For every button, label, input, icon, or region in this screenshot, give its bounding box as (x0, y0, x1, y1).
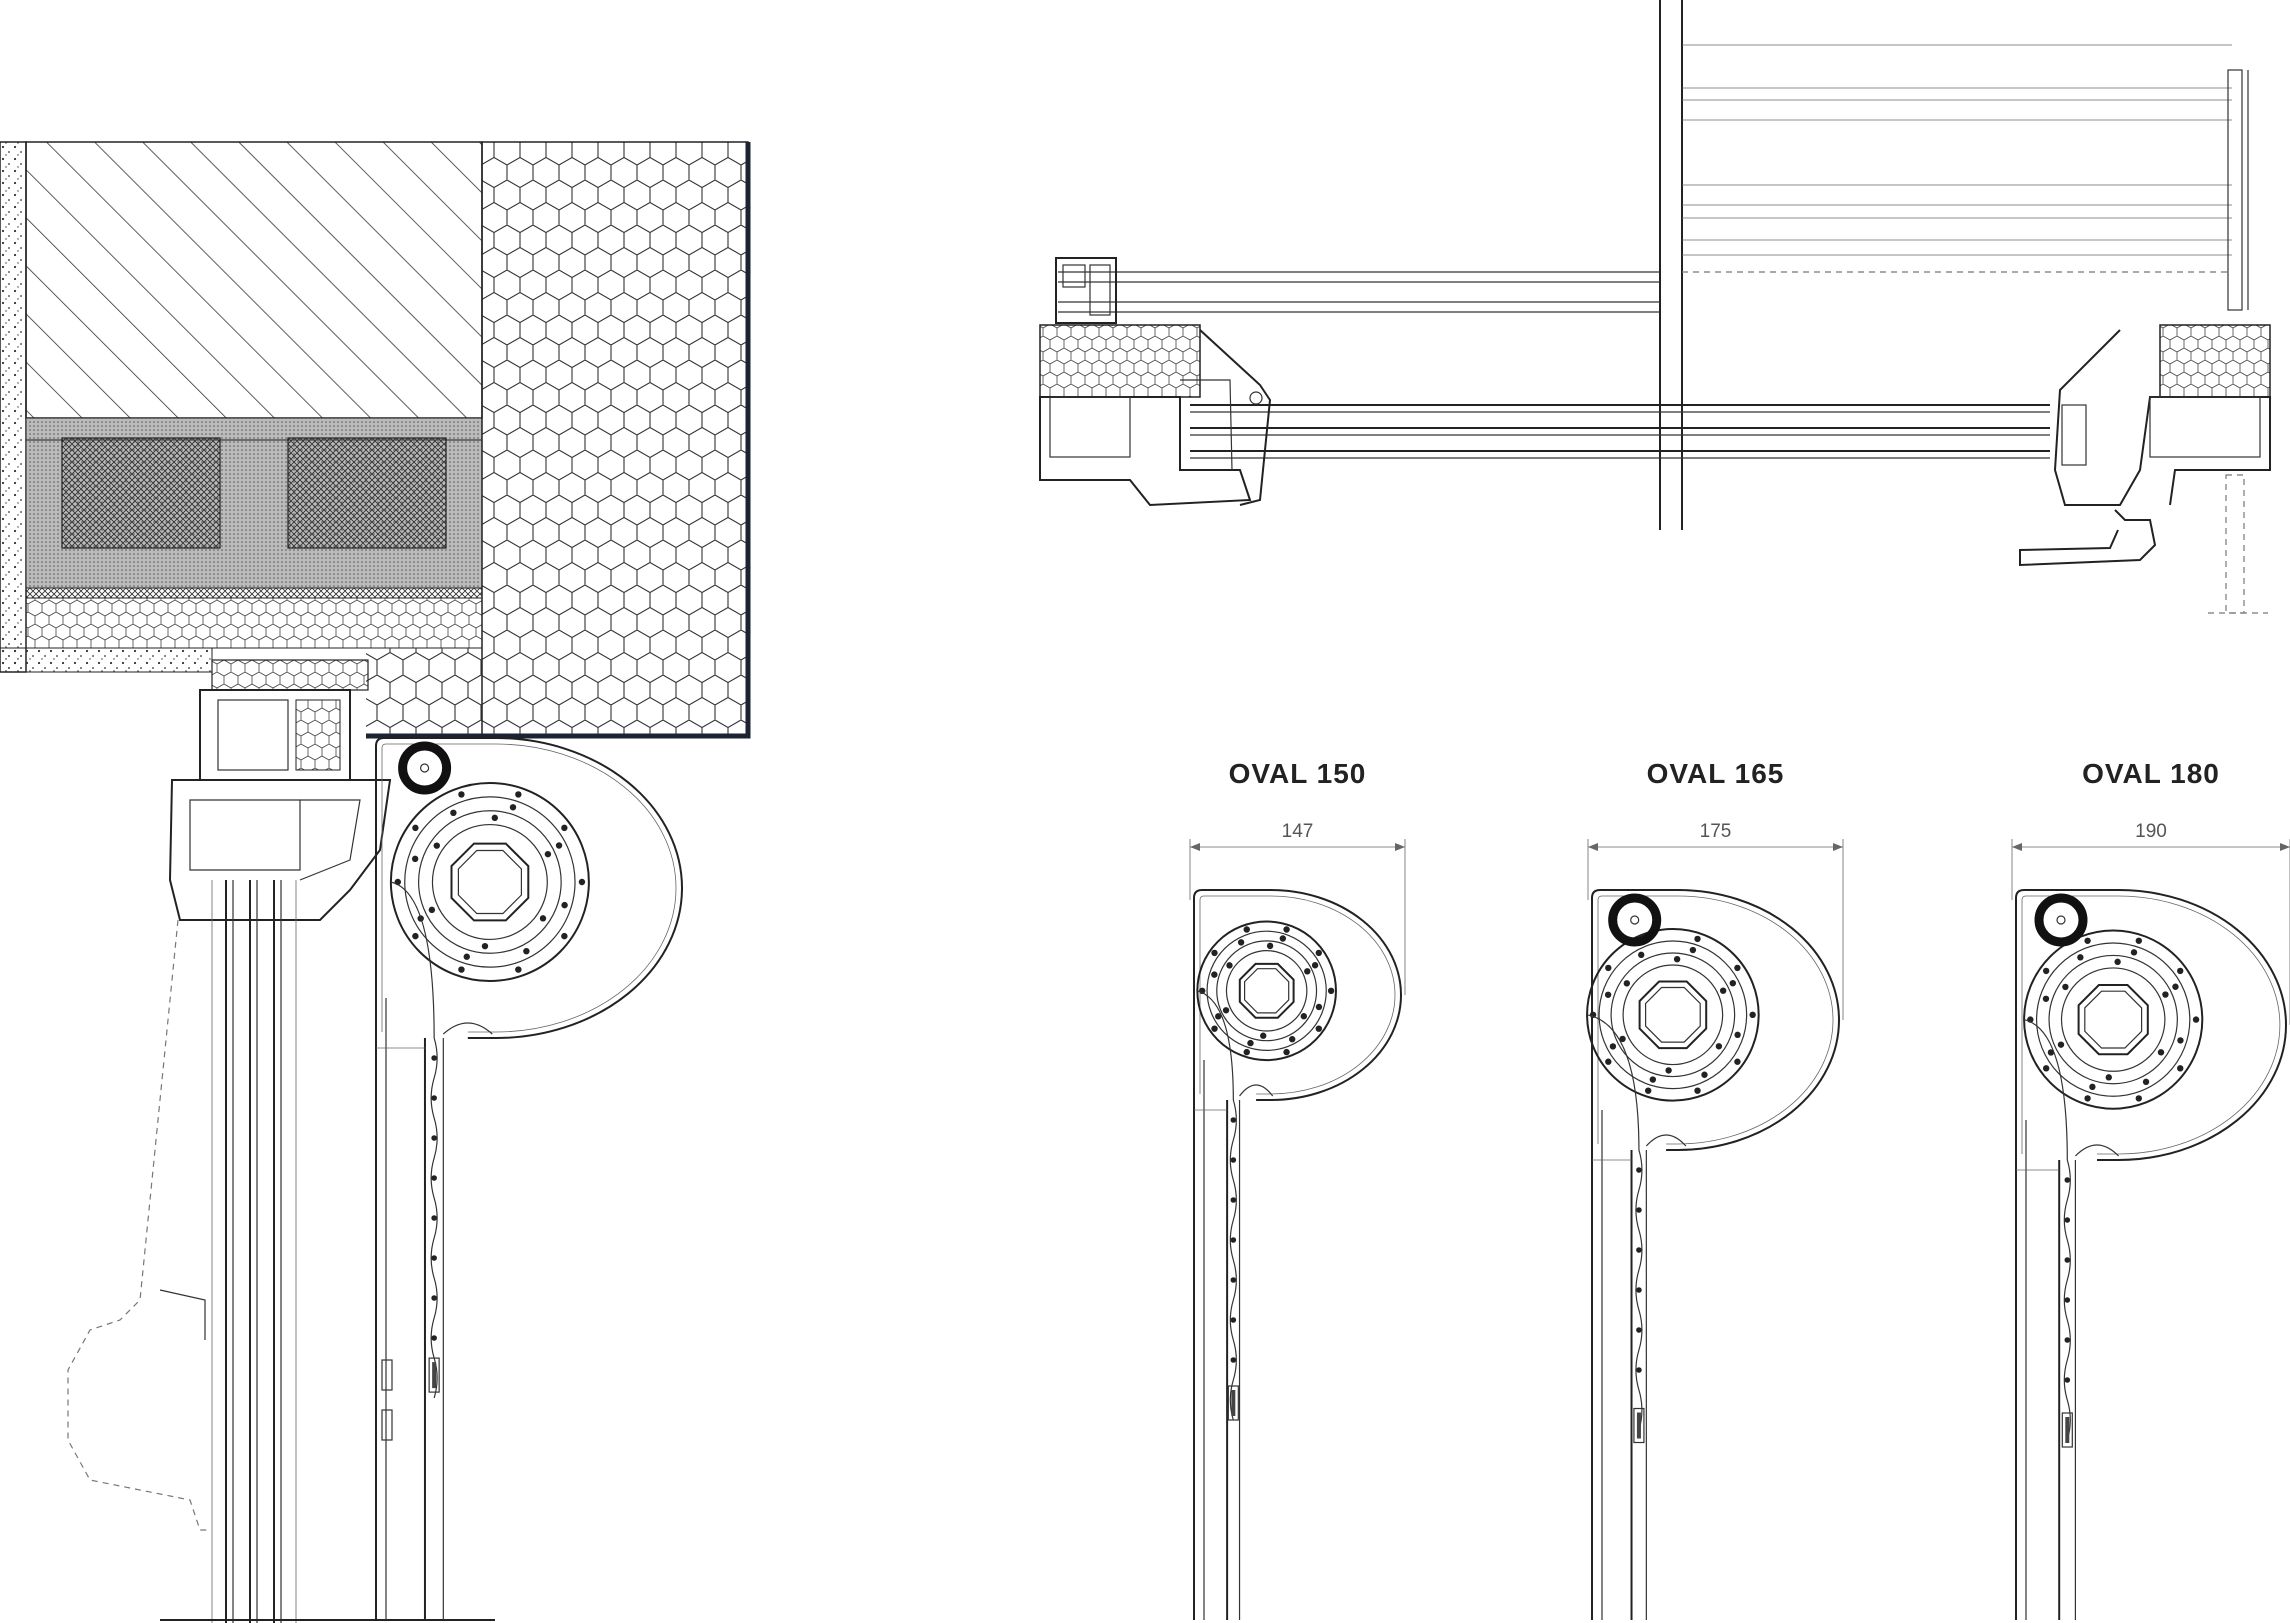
variant-1-box-end-slat (1227, 1385, 1239, 1421)
variant-1-box-curtain-roll (1196, 920, 1337, 1062)
variant-2-box-end-slat (1633, 1407, 1645, 1444)
horizontal-section (1039, 0, 2271, 614)
variant-2-box-curtain-roll (1586, 928, 1760, 1102)
masonry-block (25, 141, 483, 419)
frame-left-section (1039, 257, 1272, 507)
main-box-curtain-roll (389, 782, 590, 982)
variant-3-box-curtain-roll (2023, 929, 2204, 1110)
frame-right-section (2019, 324, 2271, 614)
glass-horizontal (1190, 404, 2050, 459)
variant-2-box-curtain (1586, 1014, 1643, 1431)
frame-head-chamber (217, 699, 289, 771)
variant-3: OVAL 180 190 (2011, 758, 2290, 1620)
reinforcement-left (61, 437, 221, 549)
wall-section (0, 141, 751, 1623)
variant-2-box-bearing (1608, 893, 1662, 947)
slat-lines (1682, 44, 2232, 273)
reinforcement-right (287, 437, 447, 549)
variant-3-box-curtain (2023, 1019, 2071, 1441)
main-box-bearing (398, 741, 452, 795)
frame-head-chamber-right (295, 699, 341, 771)
frame-insulation (211, 659, 369, 691)
lintel-insulation (25, 597, 483, 649)
main-box-housing (375, 737, 683, 1620)
dimension-value: 190 (2135, 821, 2167, 842)
handle-horizontal (2019, 509, 2157, 567)
variant-1: OVAL 150 147 (1189, 758, 1406, 1620)
insulation-lower (366, 648, 482, 736)
variant-title: OVAL 150 (1229, 758, 1367, 789)
variant-2-box-housing (1591, 889, 1840, 1620)
variant-3-box-octagonal-shaft (2077, 984, 2149, 1056)
variant-3-box-bearing (2034, 893, 2088, 947)
handle-outline (67, 919, 210, 1531)
insulation-edge (366, 142, 751, 739)
main-box-end-slat (428, 1357, 440, 1393)
variant-2-box-octagonal-shaft (1638, 980, 1708, 1050)
variant-title: OVAL 180 (2082, 758, 2220, 789)
glazing (211, 880, 297, 1623)
plaster-layer (0, 141, 27, 673)
guide-rail-bottom (2225, 474, 2245, 614)
variant-title: OVAL 165 (1647, 758, 1785, 789)
frame-sash-profile (168, 779, 392, 921)
variant-group: OVAL 150 147 OVAL 165 175 OVAL 180 190 (1189, 758, 2290, 1620)
lintel-band-bottom (25, 587, 483, 599)
dimension-value: 147 (1282, 821, 1314, 842)
main-box-stop-lower (381, 1409, 393, 1441)
main-box-octagonal-shaft (450, 842, 530, 922)
main-box-curtain (390, 881, 438, 1399)
plaster-soffit (0, 647, 213, 673)
variant-1-box-octagonal-shaft (1238, 962, 1295, 1019)
variant-3-box-end-slat (2061, 1412, 2073, 1448)
insulation-block (481, 141, 749, 737)
guide-rail-top (2227, 69, 2243, 311)
shutter-box-main (375, 737, 683, 1620)
variant-2: OVAL 165 175 (1586, 758, 1844, 1620)
variant-1-box-curtain (1197, 990, 1237, 1421)
main-box-stop-upper (381, 1359, 393, 1391)
lintel-band-top (25, 417, 483, 441)
variant-3-box-housing (2015, 889, 2287, 1620)
dimension-value: 175 (1700, 821, 1732, 842)
frame-sash-chamber (189, 799, 301, 871)
variant-1-box-housing (1193, 889, 1402, 1620)
